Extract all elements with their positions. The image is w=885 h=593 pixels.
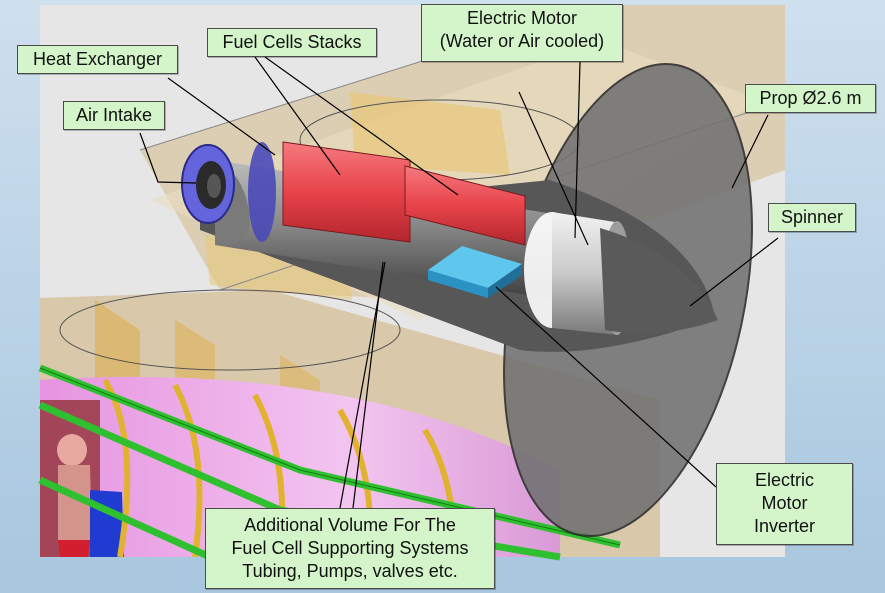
prop-label: Prop Ø2.6 m <box>759 88 862 108</box>
heat-exchanger-callout: Heat Exchanger <box>17 45 178 74</box>
spinner-callout: Spinner <box>768 203 856 232</box>
electric-motor-label-line1: Electric Motor <box>466 8 578 28</box>
additional-volume-label-line2: Fuel Cell Supporting Systems <box>231 538 469 558</box>
spinner-label: Spinner <box>780 207 844 227</box>
additional-volume-callout: Additional Volume For The Fuel Cell Supp… <box>205 508 495 589</box>
spinner-cone <box>600 228 718 334</box>
fuel-cell-stacks-label: Fuel Cells Stacks <box>222 32 362 52</box>
prop-callout: Prop Ø2.6 m <box>745 84 876 113</box>
electric-motor-label-line2: (Water or Air cooled) <box>439 31 605 51</box>
additional-volume-label-line3: Tubing, Pumps, valves etc. <box>242 561 458 581</box>
inverter-callout: Electric Motor Inverter <box>716 463 853 545</box>
inverter-label-line3: Inverter <box>753 516 816 536</box>
air-intake-callout: Air Intake <box>63 101 165 130</box>
air-intake <box>181 144 235 224</box>
additional-volume-label-line1: Additional Volume For The <box>244 515 456 535</box>
fuel-cell-stacks <box>282 141 526 246</box>
heat-exchanger-ring <box>248 142 276 242</box>
heat-exchanger-label: Heat Exchanger <box>32 49 163 69</box>
air-intake-label: Air Intake <box>75 105 153 125</box>
inverter-label-line2: Motor <box>761 493 808 513</box>
inverter-box <box>428 246 522 298</box>
leader-lines <box>139 56 779 509</box>
fuel-cell-stacks-callout: Fuel Cells Stacks <box>207 28 377 57</box>
electric-motor-callout: Electric Motor (Water or Air cooled) <box>421 4 623 62</box>
inverter-label-line1: Electric <box>754 470 814 490</box>
